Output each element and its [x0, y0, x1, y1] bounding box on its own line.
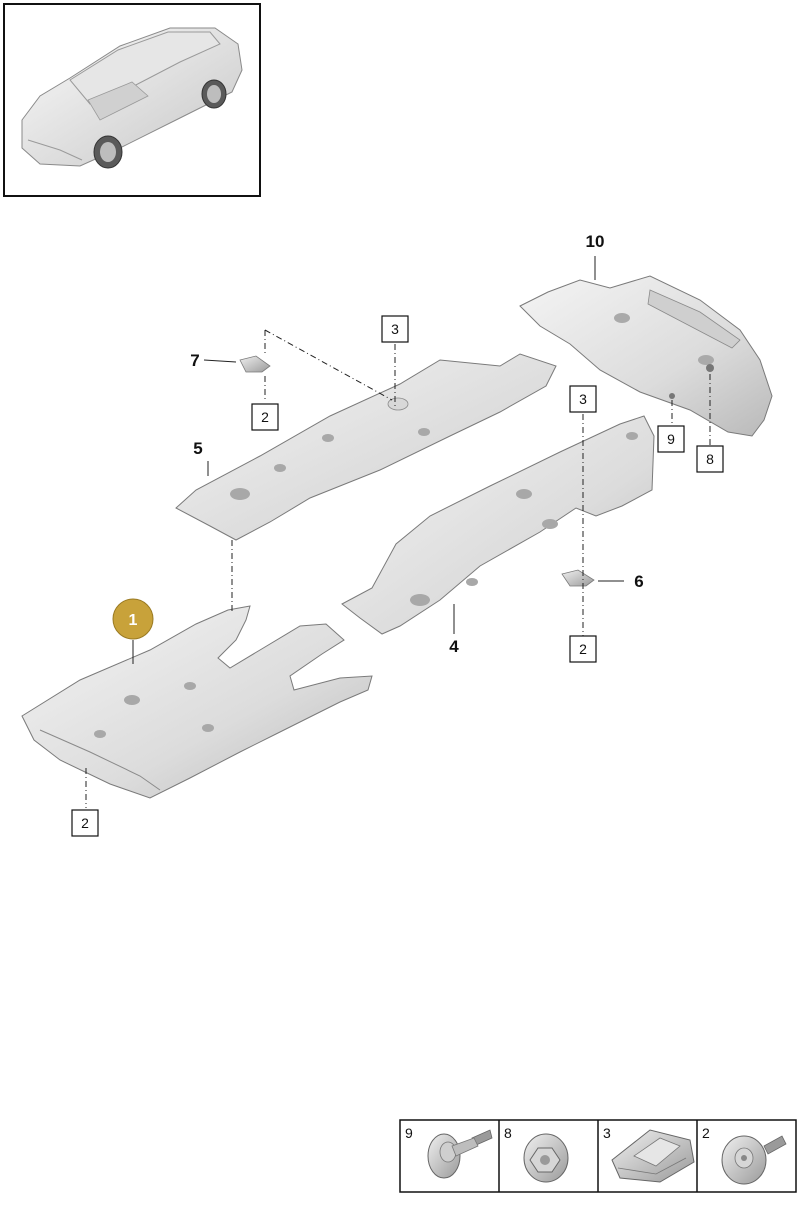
- callout-7[interactable]: 7: [190, 351, 199, 370]
- callout-3-right-label: 3: [579, 391, 587, 407]
- callout-3-right[interactable]: 3: [569, 385, 597, 413]
- part-1-front-panel[interactable]: [21, 605, 373, 799]
- callout-1-selected[interactable]: 1: [112, 598, 154, 640]
- flange-screw-icon: [721, 1135, 787, 1185]
- legend-number-9: 9: [405, 1125, 413, 1141]
- callout-2-lower[interactable]: 2: [71, 809, 99, 837]
- hex-nut-icon: [523, 1133, 569, 1183]
- callout-8-label: 8: [706, 451, 714, 467]
- legend-cell-9[interactable]: 9: [405, 1125, 493, 1179]
- callout-4[interactable]: 4: [449, 637, 459, 656]
- part-9-screw-on-panel[interactable]: [669, 393, 675, 399]
- callout-1-label: 1: [129, 612, 138, 629]
- part-7-clip[interactable]: [239, 355, 271, 373]
- callout-10[interactable]: 10: [586, 232, 605, 251]
- legend-cell-8[interactable]: 8: [504, 1125, 569, 1183]
- part-4-right-panel[interactable]: [341, 415, 655, 635]
- legend-number-3: 3: [603, 1125, 611, 1141]
- callout-2-upper-label: 2: [261, 409, 269, 425]
- callout-8[interactable]: 8: [696, 445, 724, 473]
- vehicle-thumbnail[interactable]: [3, 3, 261, 197]
- callout-2-right-label: 2: [579, 641, 587, 657]
- legend-cell-3[interactable]: 3: [603, 1125, 695, 1183]
- part-10-rear-panel[interactable]: [519, 275, 773, 437]
- collar-screw-icon: [427, 1129, 493, 1179]
- callout-9-label: 9: [667, 431, 675, 447]
- part-5-left-panel[interactable]: [175, 353, 557, 541]
- leader-lines: [85, 256, 711, 808]
- legend-number-8: 8: [504, 1125, 512, 1141]
- callout-3-left-label: 3: [391, 321, 399, 337]
- callout-6[interactable]: 6: [634, 572, 643, 591]
- spring-clip-icon: [611, 1129, 695, 1183]
- callout-9[interactable]: 9: [657, 425, 685, 453]
- car-illustration: [21, 27, 243, 169]
- legend-number-2: 2: [702, 1125, 710, 1141]
- callout-2-right[interactable]: 2: [569, 635, 597, 663]
- callout-5[interactable]: 5: [193, 439, 202, 458]
- part-8-nut-on-panel[interactable]: [706, 364, 714, 372]
- legend-cell-2[interactable]: 2: [702, 1125, 787, 1185]
- hardware-legend: 9 8 3 2: [399, 1119, 797, 1193]
- callout-2-lower-label: 2: [81, 815, 89, 831]
- part-6-clip[interactable]: [561, 569, 595, 587]
- callout-3-left[interactable]: 3: [381, 315, 409, 343]
- callout-2-upper[interactable]: 2: [251, 403, 279, 431]
